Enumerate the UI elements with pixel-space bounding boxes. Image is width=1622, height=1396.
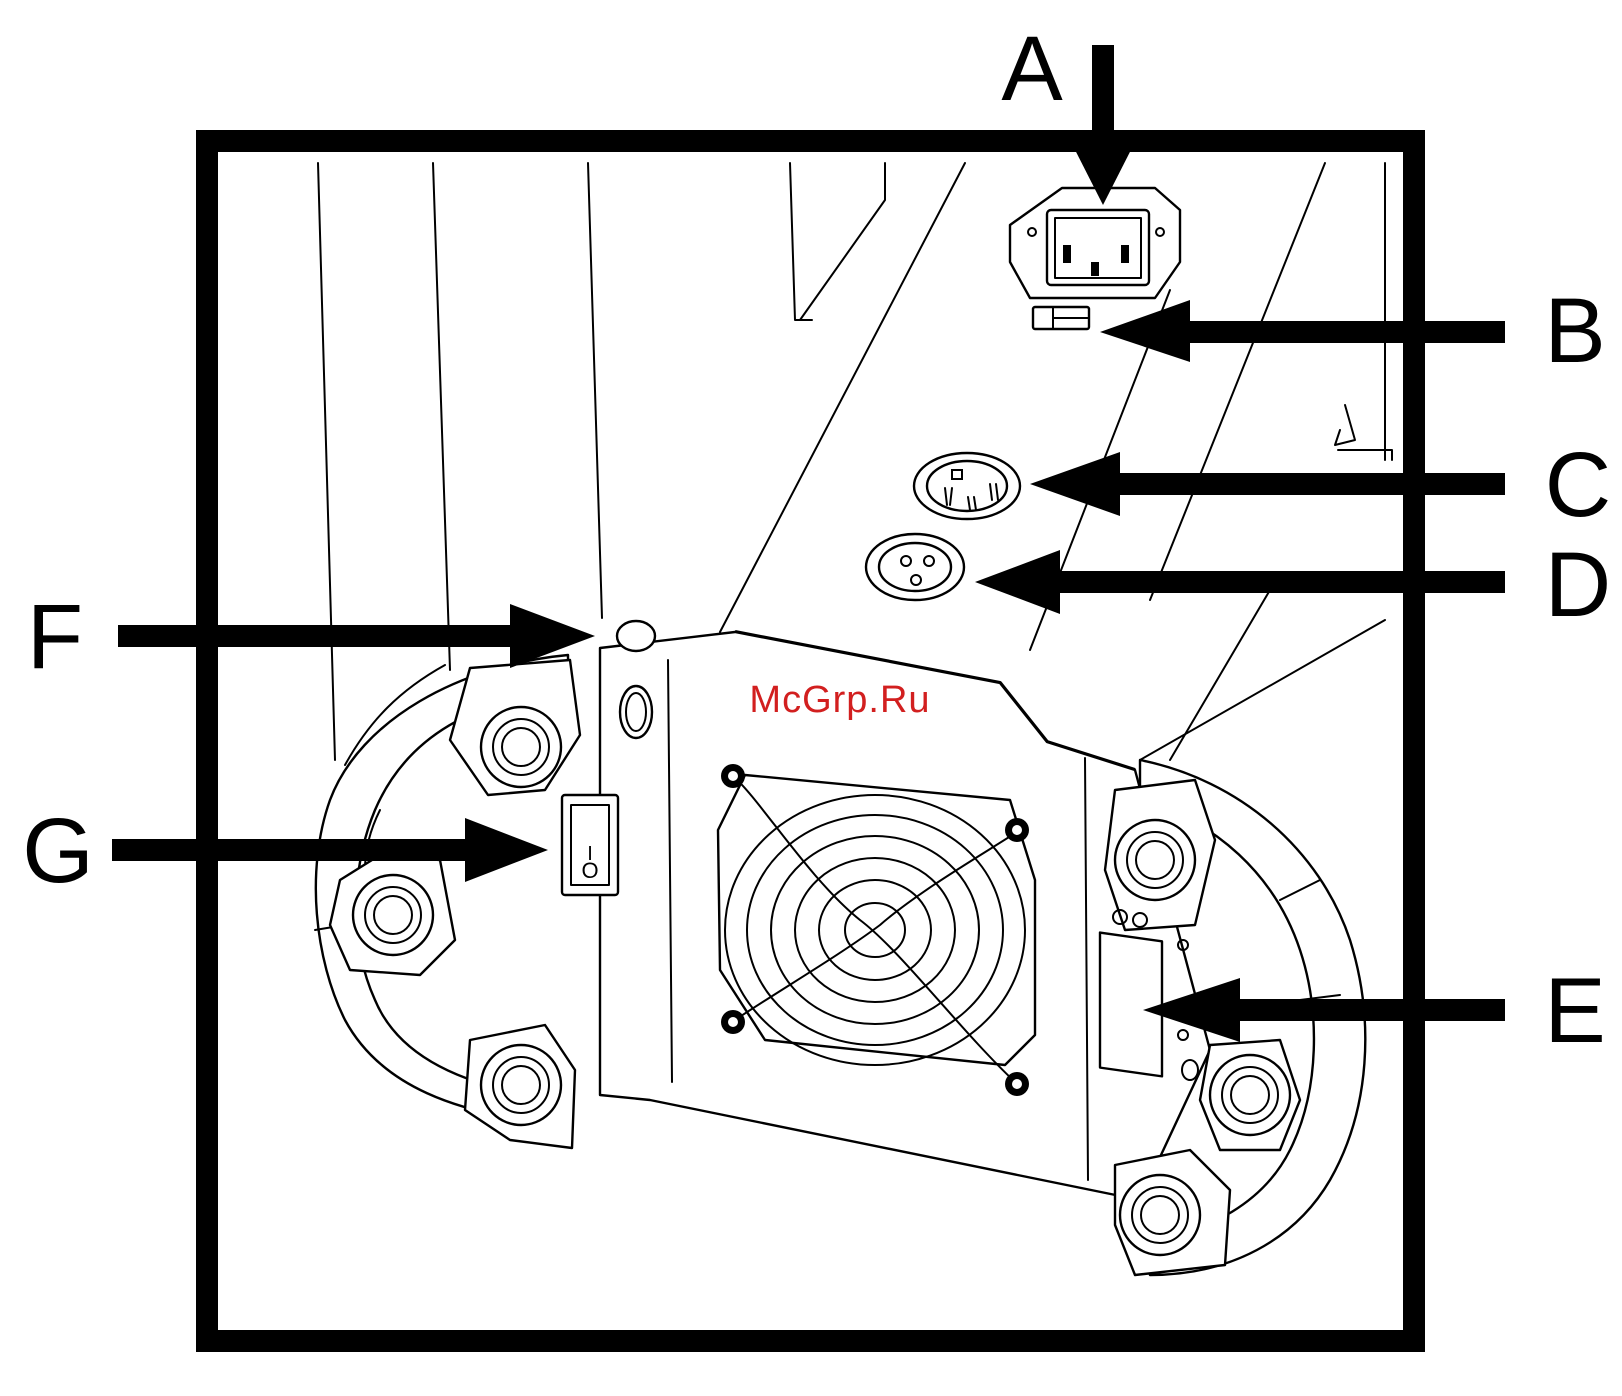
left-ring-frame [315,655,580,1148]
watermark: McGrp.Ru [749,679,930,721]
power-switch: I O [562,795,618,895]
callout-g: G [22,800,94,902]
voltage-selector [1033,307,1089,329]
switch-off-mark: O [581,858,598,883]
callout-b: B [1544,280,1605,382]
connector-d [866,534,964,600]
callout-c: C [1545,434,1611,536]
callout-a: A [1001,18,1063,120]
callout-d: D [1545,534,1611,636]
connector-c [914,453,1020,519]
power-inlet [1010,188,1180,298]
callout-e: E [1544,960,1605,1062]
callout-f: F [27,586,83,688]
